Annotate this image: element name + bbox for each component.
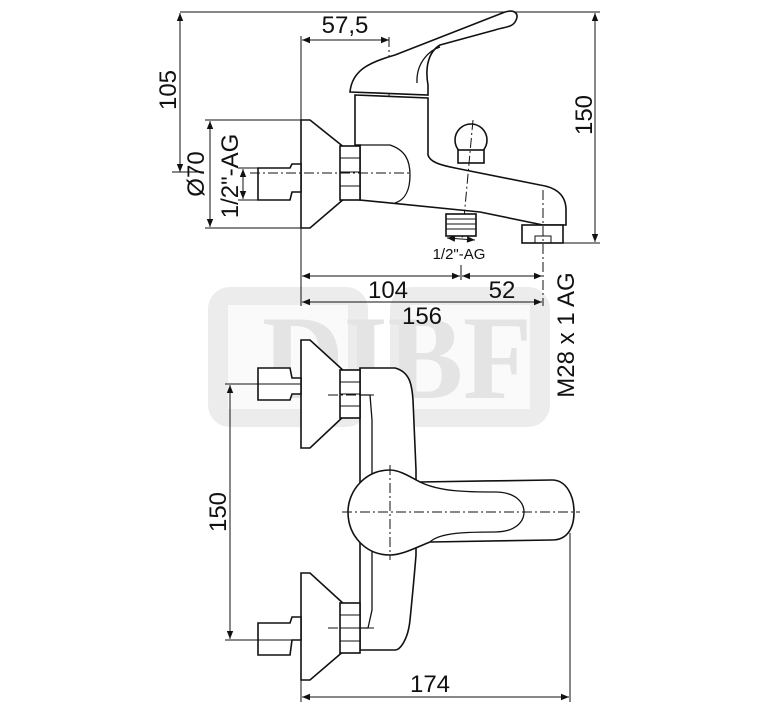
top-view: 150 174 xyxy=(205,339,580,702)
side-view: 105 150 57,5 Ø70 xyxy=(155,10,600,398)
dim-150-spacing: 150 xyxy=(205,492,232,532)
dim-flange-diameter: Ø70 xyxy=(183,151,210,196)
dim-105: 105 xyxy=(155,70,182,110)
dim-150-height: 150 xyxy=(571,95,598,135)
dim-52: 52 xyxy=(489,277,516,304)
spout-thread-label: M28 x 1 AG xyxy=(553,272,580,397)
dim-104: 104 xyxy=(368,277,408,304)
dim-174: 174 xyxy=(410,671,450,698)
inlet-thread-label: 1/2"-AG xyxy=(217,134,244,219)
dim-57-5: 57,5 xyxy=(322,12,369,39)
outlet-thread-label: 1/2"-AG xyxy=(433,246,486,263)
dim-156: 156 xyxy=(402,303,442,330)
